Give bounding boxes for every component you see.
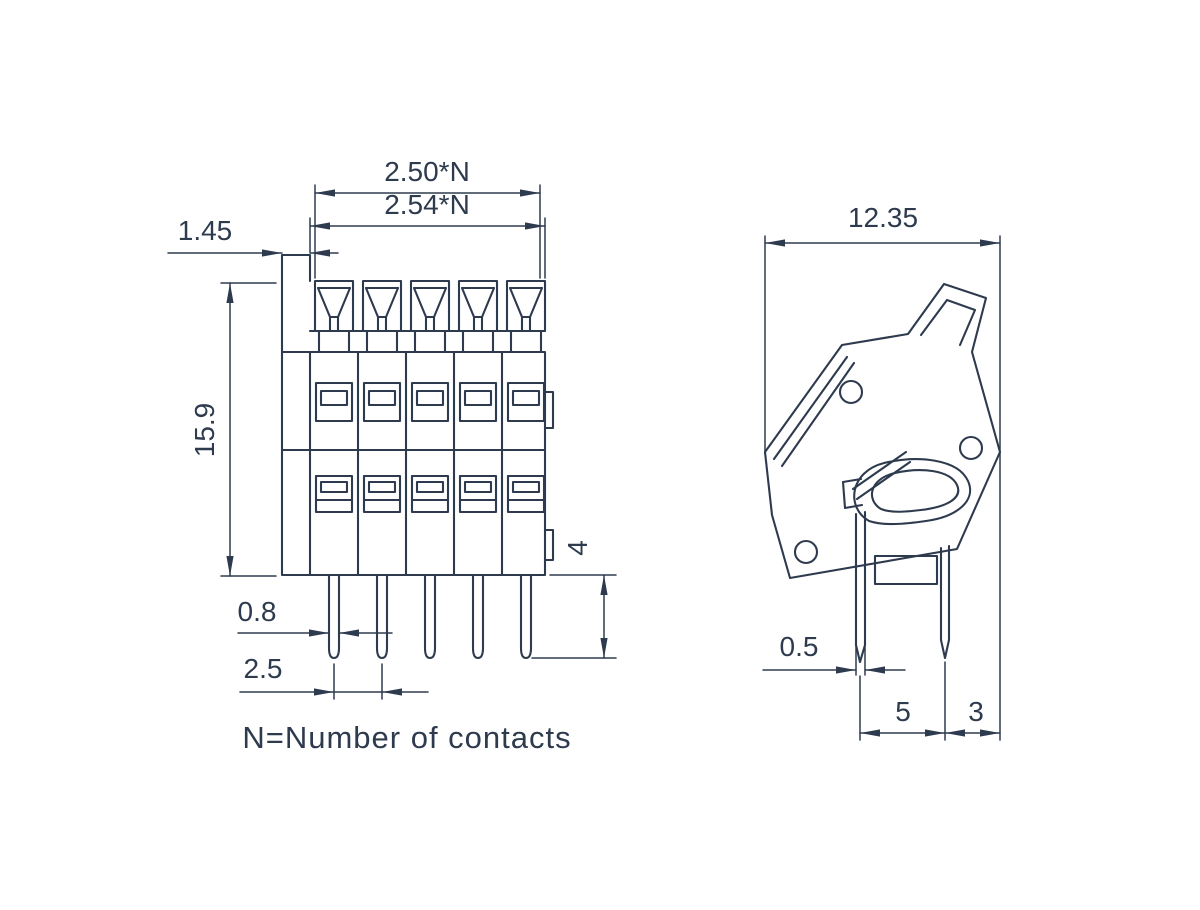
push-button	[361, 279, 403, 354]
wire-entry-windows	[314, 381, 546, 514]
extension-lines	[764, 235, 1001, 741]
front-dimension-lines	[167, 184, 617, 700]
spring-clamp	[841, 450, 971, 526]
dim-label-pin-width: 0.8	[238, 596, 277, 627]
window-cell	[314, 381, 354, 514]
pin	[423, 573, 437, 660]
front-dimension-labels: 2.50*N 2.54*N 1.45 15.9 0.8 2.5 4	[178, 156, 593, 684]
side-latch-tabs	[543, 390, 555, 562]
dim-label-pin-to-edge: 3	[968, 696, 984, 727]
pin	[471, 573, 485, 660]
dim-label-wall-width: 1.45	[178, 215, 233, 246]
clamp-inner-loop	[871, 469, 960, 513]
solder-pins-front	[327, 573, 533, 660]
board-edge-lines	[772, 355, 856, 468]
solder-pins-side	[854, 510, 951, 664]
push-button	[409, 279, 451, 354]
push-buttons	[313, 279, 547, 354]
pin	[327, 573, 341, 660]
window-cell	[410, 381, 450, 514]
dim-label-pin-thickness: 0.5	[780, 631, 819, 662]
front-view: 2.50*N 2.54*N 1.45 15.9 0.8 2.5 4	[167, 156, 617, 700]
front-housing	[280, 253, 555, 577]
window-cell	[506, 381, 546, 514]
side-view: 12.35 0.5 5 3	[762, 202, 1002, 741]
dim-label-pitch-b: 2.54*N	[384, 189, 470, 220]
base-block	[873, 554, 939, 586]
dim-label-pin-length: 4	[562, 540, 593, 556]
side-dimension-lines	[762, 235, 1001, 741]
side-dimension-labels: 12.35 0.5 5 3	[780, 202, 984, 727]
window-cell	[458, 381, 498, 514]
housing-outline	[280, 253, 547, 577]
dim-label-pin-span: 5	[895, 696, 911, 727]
mounting-hole	[958, 435, 984, 461]
clamp-arm-lines	[851, 450, 912, 501]
pin	[519, 573, 533, 660]
push-button	[505, 279, 547, 354]
mounting-holes	[793, 379, 984, 565]
pin	[854, 510, 867, 664]
mounting-hole	[793, 539, 819, 565]
cell-dividers	[280, 350, 547, 577]
lever-inner-lines	[919, 298, 977, 347]
extension-lines	[220, 184, 617, 700]
pin	[939, 544, 951, 660]
side-outline	[763, 282, 1002, 580]
contacts-note: N=Number of contacts	[242, 720, 571, 755]
push-button	[457, 279, 499, 354]
dim-label-body-height: 15.9	[189, 403, 220, 458]
dim-label-depth: 12.35	[848, 202, 918, 233]
mounting-hole	[838, 379, 864, 405]
dim-label-pin-pitch: 2.5	[244, 653, 283, 684]
window-cell	[362, 381, 402, 514]
push-button	[313, 279, 355, 354]
pin	[375, 573, 389, 660]
dim-label-pitch-a: 2.50*N	[384, 156, 470, 187]
wire-entry-bracket	[841, 477, 864, 510]
lever-arm	[919, 298, 977, 347]
